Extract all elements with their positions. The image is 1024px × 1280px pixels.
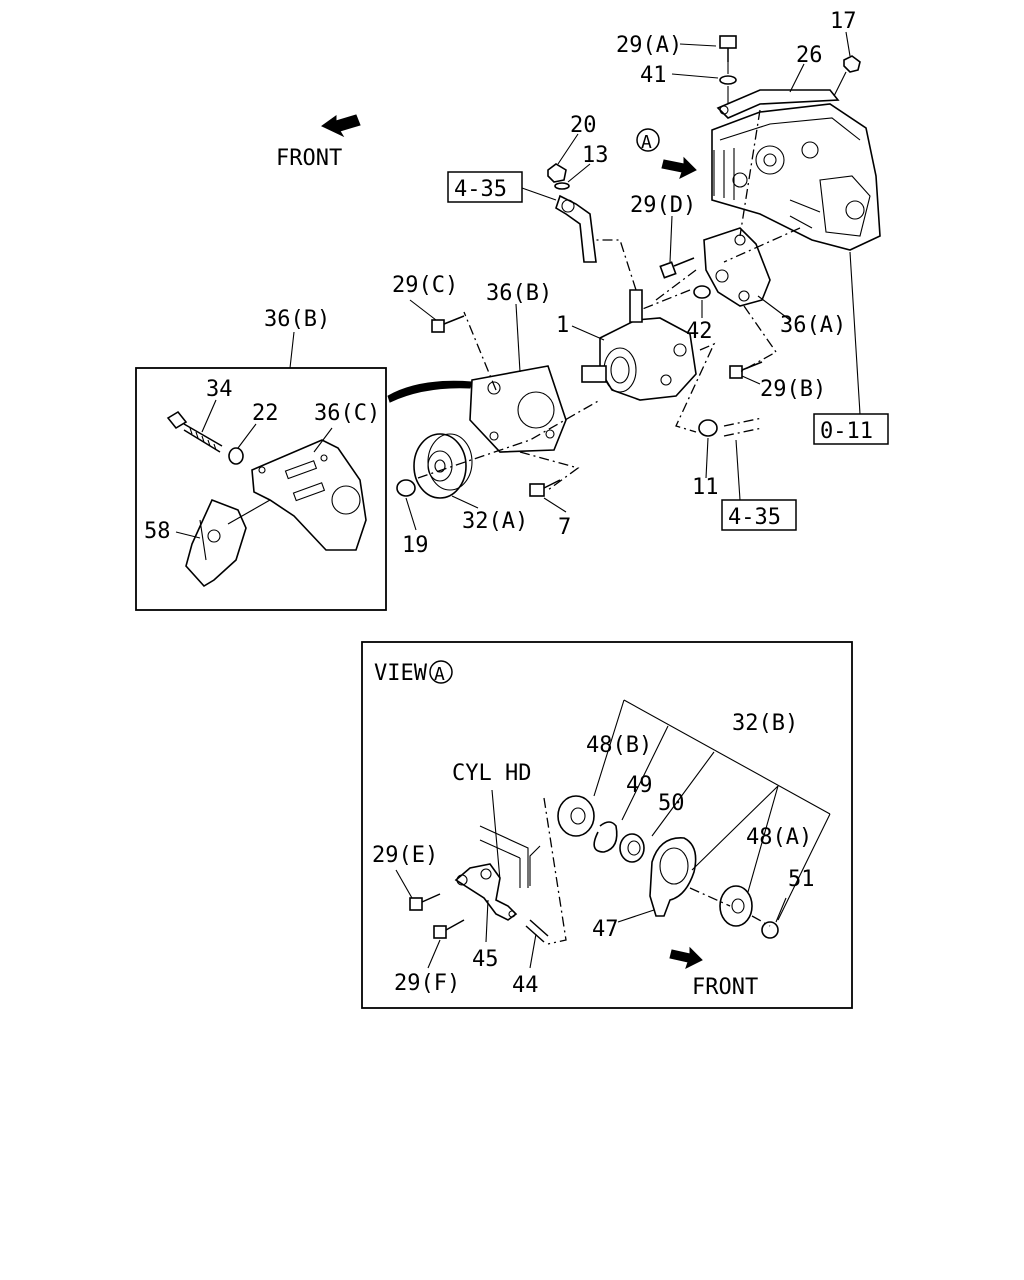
callout-11: 11: [692, 475, 719, 500]
callout-36b: 36(B): [486, 281, 552, 306]
callout-29d: 29(D): [630, 193, 696, 218]
part-17-nut: [843, 55, 861, 73]
part-32a-pulley: [413, 433, 473, 499]
part-20-nut: [547, 163, 567, 183]
part-22-washer: [228, 447, 244, 465]
part-47-tensioner: [649, 837, 697, 917]
callout-48b: 48(B): [586, 733, 652, 758]
part-48a-washer: [719, 885, 753, 927]
callout-36b-inset: 36(B): [264, 307, 330, 332]
part-29a-bolt: [719, 35, 737, 62]
callout-42: 42: [686, 319, 713, 344]
group-32b-lines: [593, 699, 831, 921]
callout-29f: 29(F): [394, 971, 460, 996]
callout-51: 51: [788, 867, 815, 892]
part-44-stud: [525, 919, 549, 943]
callout-36c: 36(C): [314, 401, 380, 426]
part-51-bolt: [761, 921, 779, 939]
part-58-bracket: [185, 498, 247, 588]
callout-41: 41: [640, 63, 667, 88]
part-41-washer: [719, 75, 737, 85]
ref-box-4-35-upper: 4-35: [447, 171, 523, 203]
leader-lines: [175, 31, 861, 969]
part-29f-bolt: [433, 919, 465, 939]
callout-19: 19: [402, 533, 429, 558]
part-49-ring: [593, 821, 618, 853]
callout-26: 26: [796, 43, 823, 68]
part-7-bolt: [529, 479, 561, 497]
part-45-bracket: [454, 863, 518, 921]
part-48b-washer: [557, 795, 595, 837]
callout-labels: 29(A) 41 17 26 20 13 29(D) 29(C) 36(B) 3…: [144, 9, 857, 998]
callout-32b: 32(B): [732, 711, 798, 736]
callout-48a: 48(A): [746, 825, 812, 850]
callout-17: 17: [830, 9, 857, 34]
part-36a-bracket: [703, 227, 771, 307]
inset-pointer-arrow: [387, 380, 473, 403]
callout-29e: 29(E): [372, 843, 438, 868]
part-29c-bolt: [431, 315, 465, 333]
front-arrow-bottom-icon: [669, 946, 703, 969]
callout-49: 49: [626, 773, 653, 798]
front-arrow-icon: [321, 114, 361, 138]
view-a-box: [361, 641, 853, 1009]
part-50-bearing: [619, 833, 645, 863]
inset-box: [135, 367, 387, 611]
front-label-bottom: FRONT: [692, 975, 758, 1000]
cylinder-head-outline: [479, 825, 541, 888]
view-label: VIEW: [374, 661, 428, 686]
callout-58: 58: [144, 519, 171, 544]
svg-text:4-35: 4-35: [728, 505, 781, 530]
part-11-clip: [698, 419, 718, 437]
part-26-bracket: [716, 89, 840, 119]
part-19-nut: [396, 479, 416, 497]
svg-text:0-11: 0-11: [820, 419, 873, 444]
callout-1: 1: [556, 313, 569, 338]
callout-20: 20: [570, 113, 597, 138]
callout-13: 13: [582, 143, 609, 168]
ref-box-0-11: 0-11: [813, 413, 889, 445]
callout-36a: 36(A): [780, 313, 846, 338]
callout-22: 22: [252, 401, 279, 426]
hose-lower: [723, 417, 763, 437]
part-13-washer: [554, 182, 570, 190]
callout-44: 44: [512, 973, 539, 998]
part-34-bolt: [166, 410, 223, 453]
ref-box-4-35-lower: 4-35: [721, 499, 797, 531]
part-36b-bracket: [469, 365, 567, 453]
callout-29a: 29(A): [616, 33, 682, 58]
svg-text:A: A: [641, 132, 652, 153]
view-label-marker: A: [429, 660, 453, 685]
assembly-lines: [417, 109, 801, 491]
part-29b-bolt: [729, 361, 763, 379]
callout-7: 7: [558, 515, 571, 540]
part-36c-bracket: [251, 439, 367, 551]
part-29d-bolt: [659, 257, 695, 279]
view-a-marker: A: [636, 128, 660, 153]
cyl-hd-label: CYL HD: [452, 761, 531, 786]
svg-text:4-35: 4-35: [454, 177, 507, 202]
front-label-top: FRONT: [276, 146, 342, 171]
view-a-assembly-lines: [543, 797, 771, 945]
callout-32a: 32(A): [462, 509, 528, 534]
svg-text:A: A: [434, 664, 445, 685]
callout-50: 50: [658, 791, 685, 816]
callout-29b: 29(B): [760, 377, 826, 402]
part-29e-bolt: [409, 893, 441, 911]
engine-block: [711, 103, 881, 251]
callout-34: 34: [206, 377, 233, 402]
callout-29c: 29(C): [392, 273, 458, 298]
part-1-pump: [581, 289, 697, 401]
view-a-arrow-icon: [661, 156, 697, 179]
hose-upper: [555, 194, 597, 263]
callout-47: 47: [592, 917, 619, 942]
part-42: [693, 285, 711, 299]
callout-45: 45: [472, 947, 499, 972]
